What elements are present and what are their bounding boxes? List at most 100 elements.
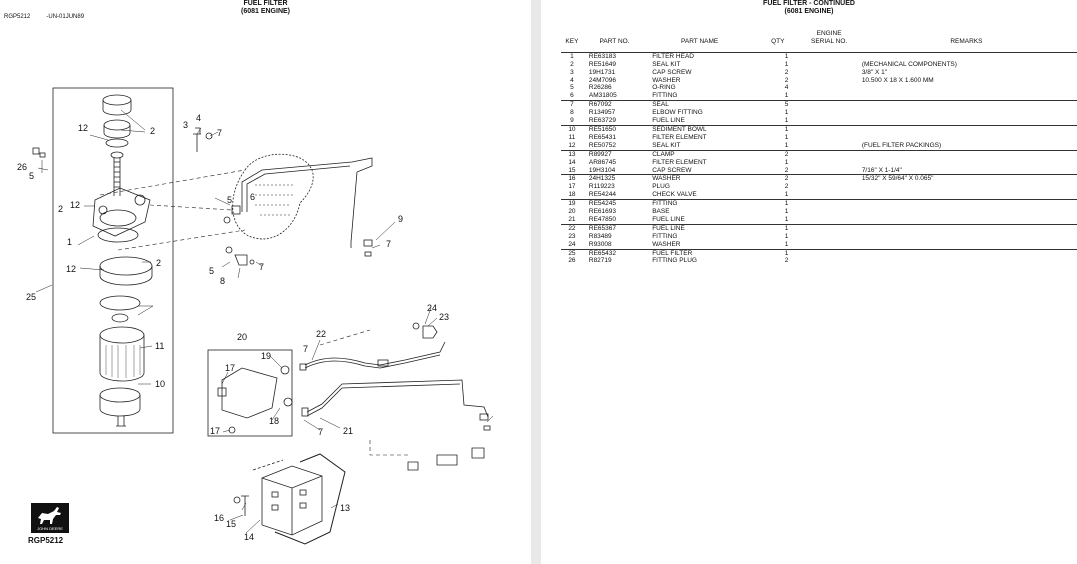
part-name-cell: FILTER ELEMENT	[652, 133, 707, 141]
ref-code: RGP5212	[4, 14, 31, 20]
part-name-cell: FITTING	[652, 232, 678, 240]
part-no-cell: R119223	[588, 183, 615, 191]
callout-label: 17	[225, 363, 235, 373]
engine-serial-cell	[802, 142, 855, 150]
callout-label: 15	[226, 519, 236, 529]
part-no-cell: R26286	[588, 84, 612, 92]
part-name-cell: FILTER HEAD	[646, 51, 754, 61]
callout-label: 7	[386, 239, 391, 249]
part-no-cell: 19H3104	[588, 166, 616, 174]
part-name-cell: SEAL KIT	[652, 60, 681, 68]
callout-label: 6	[250, 192, 255, 202]
remarks-cell: (FUEL FILTER PACKINGS)	[861, 141, 942, 149]
table-row: 5 R26286 O-RING 4	[561, 84, 1077, 92]
qty-cell: 1	[784, 215, 789, 223]
qty-cell: 1	[784, 60, 789, 68]
key-cell: 7	[561, 100, 583, 110]
engine-serial-cell	[802, 167, 855, 175]
engine-serial-cell	[802, 174, 856, 184]
key-cell: 26	[568, 257, 576, 265]
filter-assembly-box	[52, 87, 174, 434]
remarks-cell: 10.500 X 18 X 1.600 MM	[861, 76, 934, 84]
callout-label: 3	[183, 120, 188, 130]
qty-cell: 2	[753, 149, 803, 159]
engine-serial-cell	[802, 100, 856, 110]
engine-serial-cell	[802, 223, 856, 233]
key-cell: 21	[568, 215, 576, 223]
remarks-cell	[856, 191, 1077, 199]
engine-serial-cell	[802, 61, 855, 69]
seal-ring	[105, 138, 129, 148]
cap-part	[102, 94, 132, 106]
qty-cell: 1	[784, 158, 789, 166]
part-name-cell: FITTING PLUG	[652, 257, 697, 265]
callout-label: 19	[261, 351, 271, 361]
col-qty: QTY	[771, 37, 785, 45]
qty-cell: 5	[753, 100, 803, 110]
callout-label: 5	[227, 195, 232, 205]
part-no-cell: AR86745	[588, 158, 616, 166]
key-cell: 8	[570, 109, 574, 117]
engine-serial-cell	[802, 109, 855, 117]
part-name-cell: FITTING	[646, 199, 754, 209]
callout-label: 25	[26, 292, 36, 302]
remarks-cell	[856, 134, 1077, 142]
filter-element	[99, 326, 145, 344]
part-no-cell: 19H1731	[588, 68, 616, 76]
engine-block	[232, 153, 314, 240]
callout-label: 9	[398, 214, 403, 224]
part-name-cell: WASHER	[652, 240, 681, 248]
key-cell: 17	[568, 183, 576, 191]
remarks-cell	[855, 223, 1077, 233]
diagram-page: FUEL FILTER (6081 ENGINE) RGP5212-UN-01J…	[0, 0, 531, 564]
part-name-cell: FUEL LINE	[652, 117, 685, 125]
part-no-cell: RE61693	[588, 208, 616, 216]
remarks-cell	[856, 109, 1077, 117]
part-name-cell: FUEL LINE	[646, 223, 754, 233]
remarks-cell: 7/16" X 1-1/4"	[861, 166, 902, 174]
key-cell: 23	[568, 232, 576, 240]
qty-cell: 2	[784, 257, 789, 265]
engine-serial-cell	[802, 257, 855, 265]
key-cell: 10	[561, 124, 583, 134]
subtitle-text: (6081 ENGINE)	[784, 8, 834, 15]
key-cell: 18	[568, 191, 576, 199]
remarks-cell	[856, 117, 1077, 125]
remarks-cell	[855, 51, 1077, 61]
part-no-cell: RE65367	[582, 223, 647, 233]
qty-cell: 1	[753, 51, 803, 61]
remarks-cell	[856, 241, 1077, 249]
callout-label: 18	[269, 416, 279, 426]
part-no-cell: RE47850	[588, 215, 616, 223]
qty-cell: 4	[784, 84, 789, 92]
key-cell: 12	[568, 141, 576, 149]
key-cell: 15	[568, 166, 576, 174]
key-cell: 2	[570, 60, 574, 68]
engine-serial-cell	[802, 241, 855, 249]
callout-label: 7	[303, 344, 308, 354]
key-cell: 25	[561, 248, 583, 258]
callout-label: 4	[196, 113, 201, 123]
key-cell: 4	[570, 76, 574, 84]
part-name-cell: SEDIMENT BOWL	[646, 124, 754, 134]
qty-cell: 2	[784, 76, 789, 84]
remarks-cell: 3/8" X 1"	[861, 68, 888, 76]
callout-label: 12	[78, 123, 88, 133]
engine-serial-cell	[802, 134, 855, 142]
key-cell: 5	[570, 84, 574, 92]
callout-label: 8	[220, 276, 225, 286]
key-cell: 6	[570, 92, 574, 100]
part-no-cell: R67092	[582, 100, 647, 110]
col-part-no: PART NO.	[599, 37, 630, 45]
part-name-cell: O-RING	[652, 84, 676, 92]
engine-serial-cell	[802, 191, 855, 199]
qty-cell: 2	[784, 68, 789, 76]
remarks-cell	[856, 257, 1077, 265]
